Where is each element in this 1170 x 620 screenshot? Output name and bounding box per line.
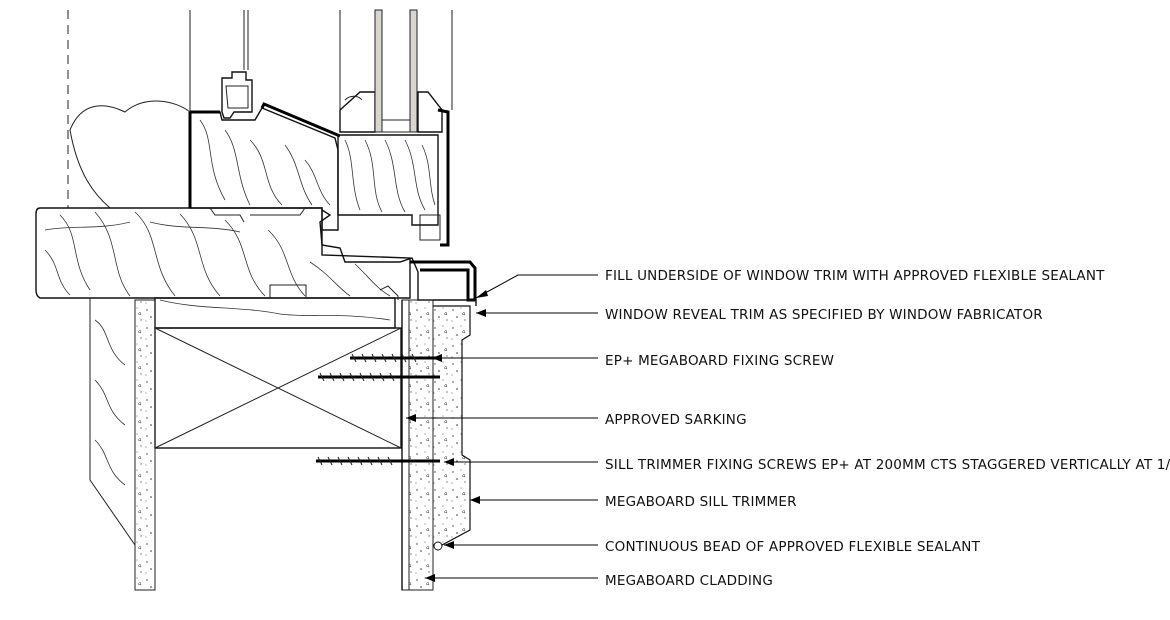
callout-sill-trimmer: MEGABOARD SILL TRIMMER xyxy=(605,494,797,510)
fixing-screws xyxy=(316,353,440,466)
frame-gasket xyxy=(221,71,253,119)
leader-lines xyxy=(406,274,598,582)
internal-lining xyxy=(89,298,156,591)
callout-sealant-bead: CONTINUOUS BEAD OF APPROVED FLEXIBLE SEA… xyxy=(605,539,981,555)
callout-cladding: MEGABOARD CLADDING xyxy=(605,573,773,589)
callout-fixing-screw: EP+ MEGABOARD FIXING SCREW xyxy=(605,353,834,369)
curtain-profile xyxy=(69,100,191,209)
callout-reveal-trim: WINDOW REVEAL TRIM AS SPECIFIED BY WINDO… xyxy=(605,307,1043,323)
window-sash-section xyxy=(337,91,450,247)
timber-bearer xyxy=(154,284,402,449)
double-glazing xyxy=(339,9,453,133)
internal-timber-sill xyxy=(35,207,411,299)
sill-extrusion xyxy=(209,207,477,306)
callout-labels: FILL UNDERSIDE OF WINDOW TRIM WITH APPRO… xyxy=(605,268,1170,589)
callout-sealant-underside: FILL UNDERSIDE OF WINDOW TRIM WITH APPRO… xyxy=(605,268,1105,284)
callout-sarking: APPROVED SARKING xyxy=(605,412,747,428)
callout-trimmer-screws: SILL TRIMMER FIXING SCREWS EP+ AT 200MM … xyxy=(605,457,1170,473)
window-frame-section xyxy=(188,10,341,231)
external-cladding xyxy=(401,299,471,591)
